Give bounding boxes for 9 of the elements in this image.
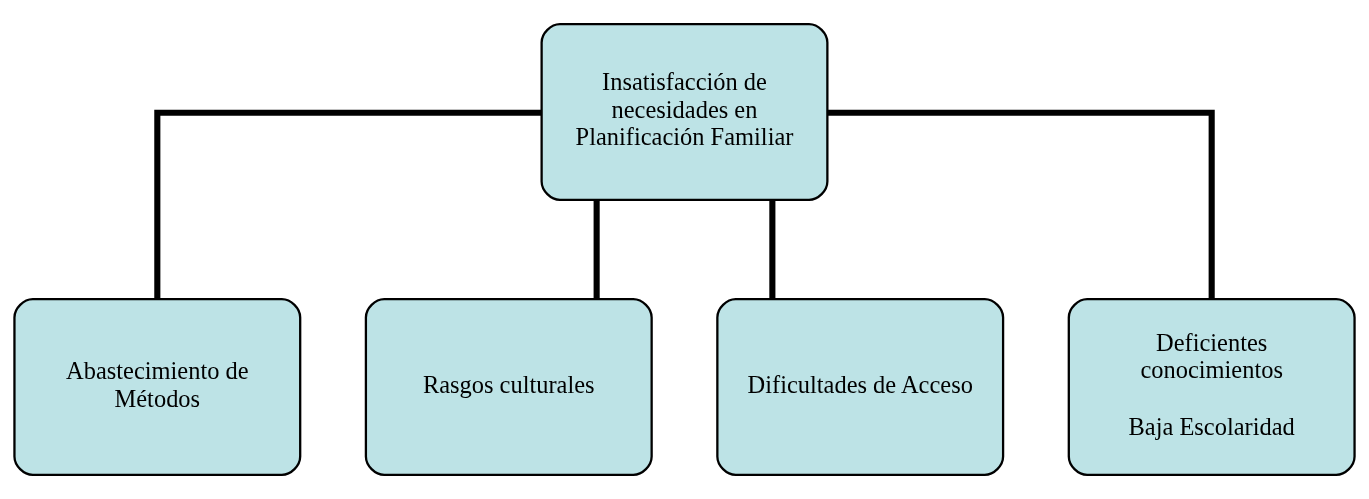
node-box: Dificultades de Acceso xyxy=(716,298,1005,477)
node-box: Rasgos culturales xyxy=(364,298,653,477)
connector xyxy=(827,109,1215,299)
connector xyxy=(154,109,542,299)
connector xyxy=(593,200,600,300)
node-box: Abastecimiento de Métodos xyxy=(13,298,302,477)
node-box: Deficientes conocimientos Baja Escolaridad xyxy=(1067,298,1356,477)
connector xyxy=(769,200,776,300)
node-box: Insatisfacción de necesidades en Planificación Familiar xyxy=(540,22,829,201)
